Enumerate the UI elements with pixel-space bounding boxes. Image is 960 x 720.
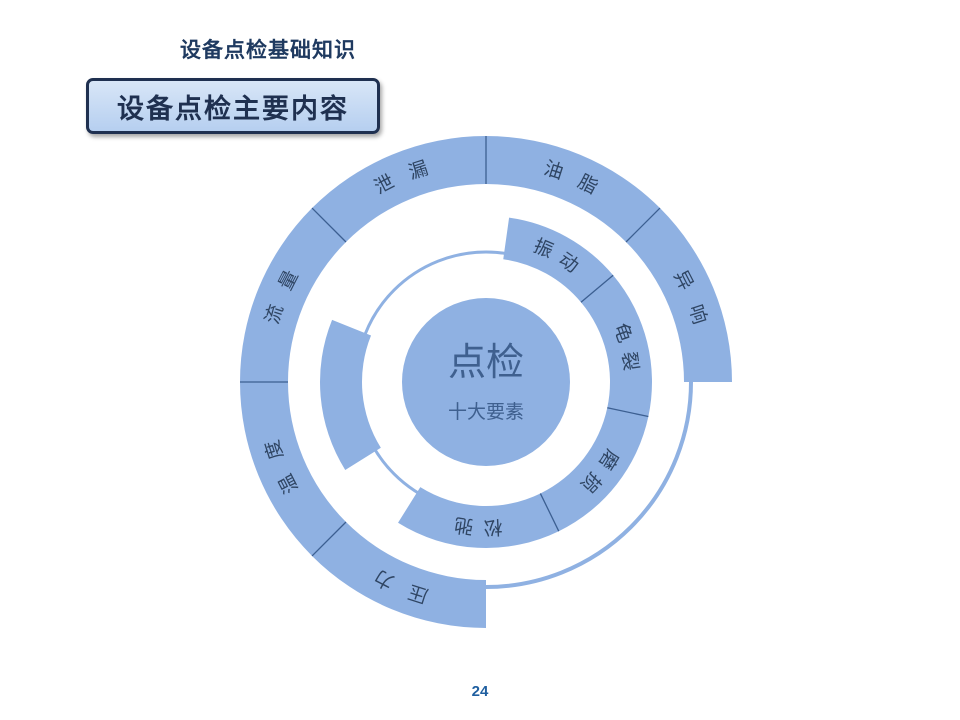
segment-divider	[311, 521, 347, 557]
outer-segment	[312, 522, 486, 628]
segment-divider	[539, 493, 560, 532]
inner-label-char: 弛	[453, 513, 475, 538]
inner-segment	[540, 407, 649, 532]
inner-label-char: 松	[483, 515, 503, 538]
outer-segment	[626, 208, 732, 382]
center-sub-label: 十大要素	[448, 401, 524, 423]
outer-segment	[240, 382, 346, 556]
outer-segment	[486, 136, 660, 242]
page-number: 24	[471, 683, 489, 700]
segment-divider	[607, 407, 649, 418]
inner-blank-segment	[320, 319, 381, 470]
section-title: 设备点检主要内容	[117, 93, 349, 125]
center-main-label: 点检	[448, 340, 524, 384]
segment-divider	[580, 274, 614, 303]
header-title: 设备点检基础知识	[180, 38, 356, 62]
center-hub	[402, 298, 570, 466]
segment-divider	[625, 207, 661, 243]
section-title-box: 设备点检主要内容	[86, 78, 380, 134]
inner-segment	[503, 217, 614, 303]
segment-divider	[311, 207, 347, 243]
inner-segment	[398, 487, 559, 549]
inner-label-char: 裂	[617, 350, 642, 372]
outer-segment	[240, 208, 346, 382]
inner-segment	[580, 275, 652, 417]
outer-segment	[312, 136, 486, 242]
